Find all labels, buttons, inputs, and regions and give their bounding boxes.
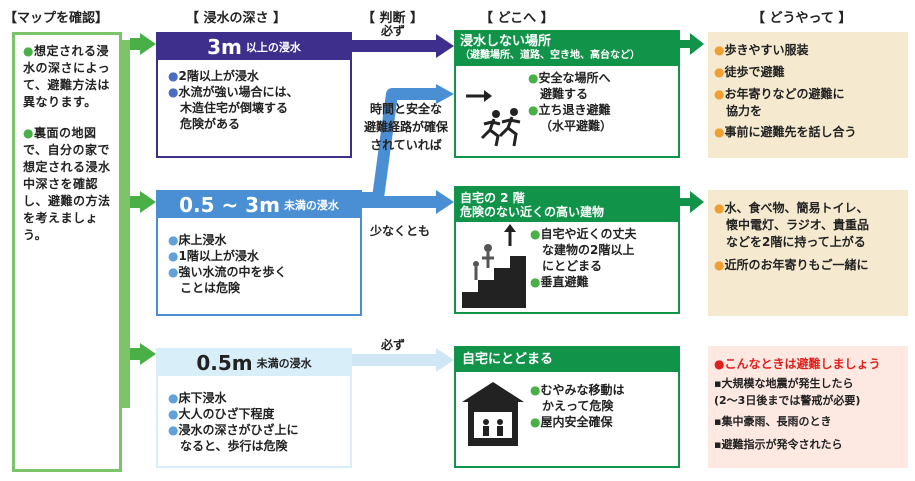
how-item: 協力を — [726, 104, 763, 118]
header-where: 【 どこへ 】 — [480, 11, 554, 26]
depth-item: ●床下浸水 — [168, 391, 227, 405]
arrow-how-1-icon — [680, 33, 704, 55]
left-connector-bar — [122, 40, 130, 408]
vertical-evacuation-stairs-icon — [462, 224, 526, 308]
where-box-no-flood: 浸水しない場所 （避難場所、道路、空き地、高台など） ●安全な場所へ 避難する … — [454, 30, 680, 158]
trigger-item: ▪大規模な地震が発生したら — [714, 377, 854, 390]
arrow-must-1-icon — [352, 34, 454, 58]
how-item: ●水、食べ物、簡易トイレ、 — [714, 201, 869, 215]
where-item: （水平避難） — [540, 119, 613, 133]
where-item: ●屋内安全確保 — [530, 415, 613, 429]
how-box-walk: ●歩きやすい服装 ●徒歩で避難 ●お年寄りなどの避難に 協力を ●事前に避難先を… — [708, 32, 908, 158]
where-heading: 自宅の 2 階 危険のない近くの高い建物 — [456, 188, 678, 222]
header-judge: 【 判断 】 — [362, 11, 424, 26]
where-box-stay-home: 自宅にとどまる ●むやみな移動は かえって危険 ●屋内安全確保 — [454, 346, 680, 468]
depth-item: 木造住宅が倒壊する — [180, 101, 289, 115]
depth-item: 危険がある — [180, 117, 241, 131]
how-item: ●事前に避難先を話し合う — [714, 125, 857, 139]
arrow-to-05-3m-icon — [130, 191, 156, 213]
depth-item: ●強い水流の中を歩く — [168, 265, 287, 279]
label-conditional: 時間と安全な避難経路が確保されていれば — [363, 102, 448, 152]
depth-item: ことは危険 — [180, 281, 241, 295]
where-item: ●安全な場所へ — [528, 71, 611, 85]
how-item: などを2階に持って上がる — [726, 235, 866, 249]
arrow-conditional-path — [362, 88, 438, 204]
trigger-item: (2～3日後までは警戒が必要) — [714, 394, 861, 407]
arrow-how-2-icon — [680, 191, 704, 213]
label-atleast: 少なくとも — [370, 224, 431, 238]
depth-item: ●水流が強い場合には、 — [168, 85, 299, 99]
where-item: ●自宅や近くの丈夫 — [530, 227, 637, 241]
header-depth: 【 浸水の深さ 】 — [186, 11, 287, 26]
trigger-item: ▪集中豪雨、長雨のとき — [714, 415, 832, 428]
left-paragraph-2: ●裏面の地図で、自分の家で想定される浸水中深さを確認し、避難の方法を考えましょう… — [23, 126, 111, 242]
house-shelter-icon — [462, 382, 524, 446]
label-must-1: 必ず — [381, 24, 406, 38]
evacuate-running-icon — [466, 90, 521, 147]
how-item: ●近所のお年寄りもご一緒に — [714, 258, 869, 272]
header-map: 【マップを確認】 — [4, 11, 109, 26]
how-item: ●歩きやすい服装 — [714, 43, 809, 57]
arrow-to-05m-icon — [130, 343, 156, 365]
how-item: ●徒歩で避難 — [714, 65, 785, 79]
how-item: 懐中電灯、ラジオ、貴重品 — [726, 218, 870, 232]
arrow-to-3m-icon — [130, 33, 156, 55]
bullet-icon: ● — [23, 126, 34, 140]
where-item: にとどまる — [542, 259, 603, 273]
bullet-icon: ● — [23, 44, 34, 58]
where-item: な建物の2階以上 — [542, 243, 635, 257]
where-item: ●垂直避難 — [530, 275, 589, 289]
depth-item: なると、歩行は危険 — [180, 439, 288, 453]
where-item: ●むやみな移動は — [530, 383, 625, 397]
left-instruction-box: ●想定される浸水の深さによって、避難方法は異なります。 ●裏面の地図で、自分の家… — [12, 32, 122, 472]
where-box-second-floor: 自宅の 2 階 危険のない近くの高い建物 ●自宅や近くの丈夫 な建物の2階以上 … — [454, 186, 680, 314]
how-box-supplies: ●水、食べ物、簡易トイレ、 懐中電灯、ラジオ、貴重品 などを2階に持って上がる … — [708, 190, 908, 316]
depth-item: ●2階以上が浸水 — [168, 69, 259, 83]
where-item: ●立ち退き避難 — [528, 103, 611, 117]
depth-item: ●浸水の深さがひざ上に — [168, 423, 299, 437]
where-heading: 浸水しない場所 （避難場所、道路、空き地、高台など） — [456, 32, 678, 66]
arrow-atleast-icon — [362, 190, 454, 214]
alert-dot-icon: ● — [714, 357, 725, 371]
where-item: 避難する — [540, 87, 589, 101]
depth-item: ●床上浸水 — [168, 233, 227, 247]
label-must-2: 必ず — [381, 338, 406, 352]
trigger-item: ▪避難指示が発令されたら — [714, 438, 843, 451]
how-item: ●お年寄りなどの避難に — [714, 87, 845, 101]
arrow-must-2-icon — [352, 348, 454, 372]
depth-item: ●1階以上が浸水 — [168, 249, 259, 263]
arrow-conditional-head-icon — [436, 84, 454, 104]
left-paragraph-1: ●想定される浸水の深さによって、避難方法は異なります。 — [23, 44, 111, 109]
how-box-evacuation-triggers: ●こんなときは避難しましょう ▪大規模な地震が発生したら (2～3日後までは警戒… — [708, 346, 908, 468]
where-heading: 自宅にとどまる — [456, 348, 678, 372]
where-item: かえって危険 — [542, 399, 614, 413]
depth-item: ●大人のひざ下程度 — [168, 407, 275, 421]
alert-title: ●こんなときは避難しましょう — [714, 357, 881, 371]
header-how: 【 どうやって 】 — [752, 11, 852, 26]
